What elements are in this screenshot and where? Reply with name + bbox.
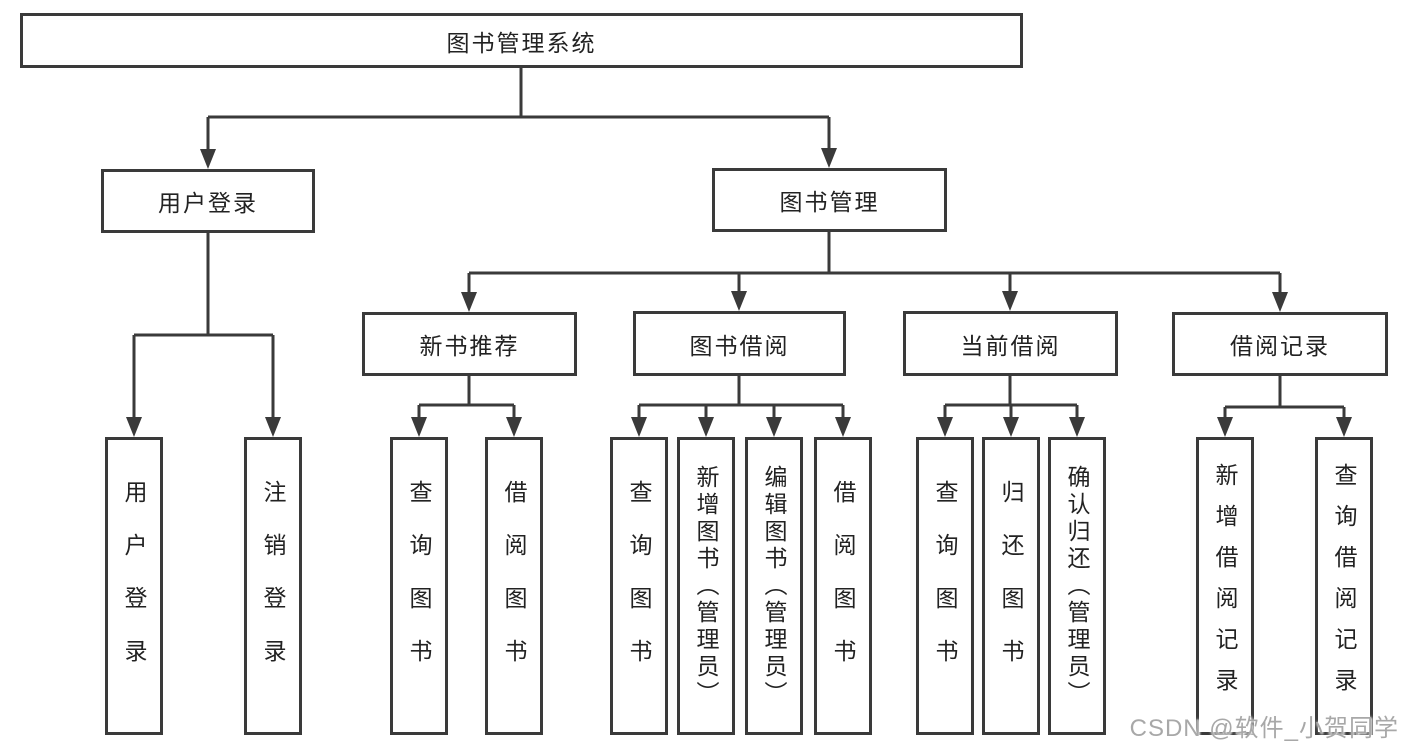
arrow-down-icon (766, 417, 782, 437)
arrow-down-icon (631, 417, 647, 437)
arrow-down-icon (461, 292, 477, 312)
leaf-label: 查询图书 (626, 480, 652, 692)
leaf-logout: 注销登录 (244, 437, 302, 735)
leaf-label: 归还图书 (998, 480, 1024, 692)
leaf-add-books-admin: 新增图书（管理员） (677, 437, 735, 735)
leaf-user-login: 用户登录 (105, 437, 163, 735)
node-book-management: 图书管理 (712, 168, 947, 232)
arrow-down-icon (1272, 292, 1288, 312)
leaf-add-borrow-record: 新增借阅记录 (1196, 437, 1254, 735)
node-root-system: 图书管理系统 (20, 13, 1023, 68)
arrow-down-icon (1002, 291, 1018, 311)
node-new-book-recommend: 新书推荐 (362, 312, 577, 376)
leaf-query-borrow-record: 查询借阅记录 (1315, 437, 1373, 735)
arrow-down-icon (698, 417, 714, 437)
node-current-borrow: 当前借阅 (903, 311, 1118, 376)
arrow-down-icon (200, 149, 216, 169)
arrow-down-icon (1069, 417, 1085, 437)
leaf-label: 查询图书 (932, 480, 958, 692)
arrow-down-icon (506, 417, 522, 437)
arrow-down-icon (126, 417, 142, 437)
arrowhead-icons (126, 148, 1352, 437)
arrow-down-icon (731, 291, 747, 311)
leaf-label: 确认归还（管理员） (1064, 464, 1090, 708)
leaf-edit-books-admin: 编辑图书（管理员） (745, 437, 803, 735)
arrow-down-icon (937, 417, 953, 437)
arrow-down-icon (1217, 417, 1233, 437)
leaf-label: 借阅图书 (501, 480, 527, 692)
leaf-label: 注销登录 (260, 480, 286, 692)
leaf-label: 用户登录 (121, 480, 147, 692)
csdn-watermark: CSDN @软件_小贺同学 (1129, 715, 1399, 742)
leaf-label: 借阅图书 (830, 480, 856, 692)
arrow-down-icon (835, 417, 851, 437)
leaf-query-books-borrow: 查询图书 (610, 437, 668, 735)
node-book-borrow: 图书借阅 (633, 311, 846, 376)
leaf-label: 查询图书 (406, 480, 432, 692)
arrow-down-icon (821, 148, 837, 168)
leaf-label: 新增借阅记录 (1212, 463, 1238, 709)
node-borrow-records: 借阅记录 (1172, 312, 1388, 376)
arrow-down-icon (1003, 417, 1019, 437)
leaf-label: 新增图书（管理员） (693, 464, 719, 708)
leaf-query-books-recommend: 查询图书 (390, 437, 448, 735)
leaf-borrow-books-recommend: 借阅图书 (485, 437, 543, 735)
tree-edges (132, 68, 1346, 420)
arrow-down-icon (411, 417, 427, 437)
leaf-query-books-current: 查询图书 (916, 437, 974, 735)
node-user-login: 用户登录 (101, 169, 315, 233)
leaf-confirm-return-admin: 确认归还（管理员） (1048, 437, 1106, 735)
arrow-down-icon (1336, 417, 1352, 437)
leaf-return-books: 归还图书 (982, 437, 1040, 735)
leaf-label: 查询借阅记录 (1331, 463, 1357, 709)
leaf-borrow-books: 借阅图书 (814, 437, 872, 735)
arrow-down-icon (265, 417, 281, 437)
leaf-label: 编辑图书（管理员） (761, 464, 787, 708)
